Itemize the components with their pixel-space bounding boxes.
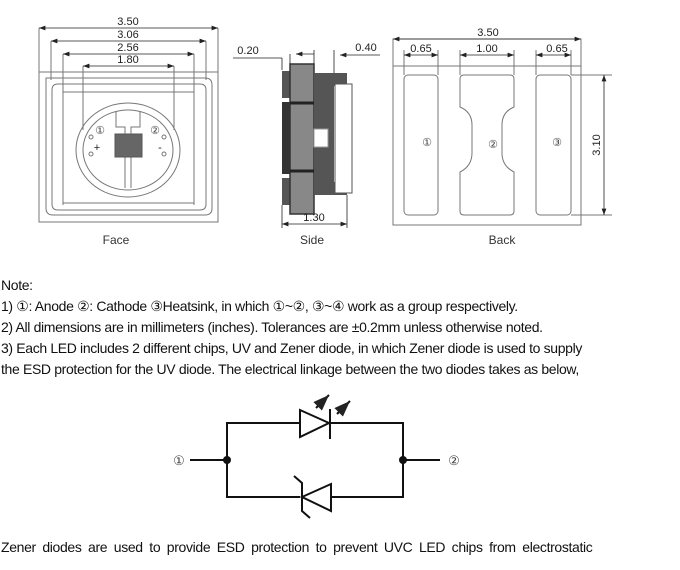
note-line-4: the ESD protection for the UV diode. The… — [1, 361, 579, 377]
footer-text: Zener diodes are used to provide ESD pro… — [1, 539, 593, 555]
back-dim-pad2: 1.00 — [476, 43, 497, 55]
junction-right — [399, 456, 407, 464]
face-view — [38, 25, 219, 223]
back-pad-3: ③ — [552, 136, 562, 149]
back-dim-pad1: 0.65 — [410, 43, 431, 55]
face-pin-2: ② — [150, 124, 160, 137]
face-dim-2-56: 2.56 — [117, 42, 138, 54]
side-caption: Side — [300, 233, 324, 247]
notes-heading: Note: — [1, 277, 33, 293]
face-plus: + — [94, 142, 100, 154]
zener-diode-symbol — [293, 475, 332, 519]
back-pad-1: ① — [422, 136, 432, 149]
back-caption: Back — [489, 233, 517, 247]
back-view — [392, 36, 612, 226]
back-dim-pad3: 0.65 — [546, 43, 567, 55]
chip — [114, 133, 143, 158]
face-dim-3-06: 3.06 — [117, 29, 138, 41]
face-dim-1-80: 1.80 — [117, 54, 138, 66]
face-dim-width: 3.50 — [117, 16, 138, 28]
side-view — [233, 50, 380, 228]
circuit-terminal-2: ② — [448, 454, 460, 469]
junction-left — [223, 456, 231, 464]
circuit-terminal-1: ① — [173, 454, 185, 469]
back-dim-height: 3.10 — [591, 134, 603, 155]
face-pin-1: ① — [95, 124, 105, 137]
back-pad-2: ② — [488, 138, 498, 151]
back-dim-width: 3.50 — [477, 27, 498, 39]
side-dim-0-20: 0.20 — [237, 45, 258, 57]
note-line-2: 2) All dimensions are in millimeters (in… — [1, 319, 543, 335]
uv-led-symbol — [299, 394, 351, 439]
note-line-3: 3) Each LED includes 2 different chips, … — [1, 340, 583, 356]
side-dim-0-40: 0.40 — [355, 42, 376, 54]
face-minus: - — [158, 142, 162, 154]
note-line-1: 1) ①: Anode ②: Cathode ③Heatsink, in whi… — [1, 298, 518, 314]
side-dim-1-30: 1.30 — [303, 212, 324, 224]
face-caption: Face — [103, 233, 130, 247]
